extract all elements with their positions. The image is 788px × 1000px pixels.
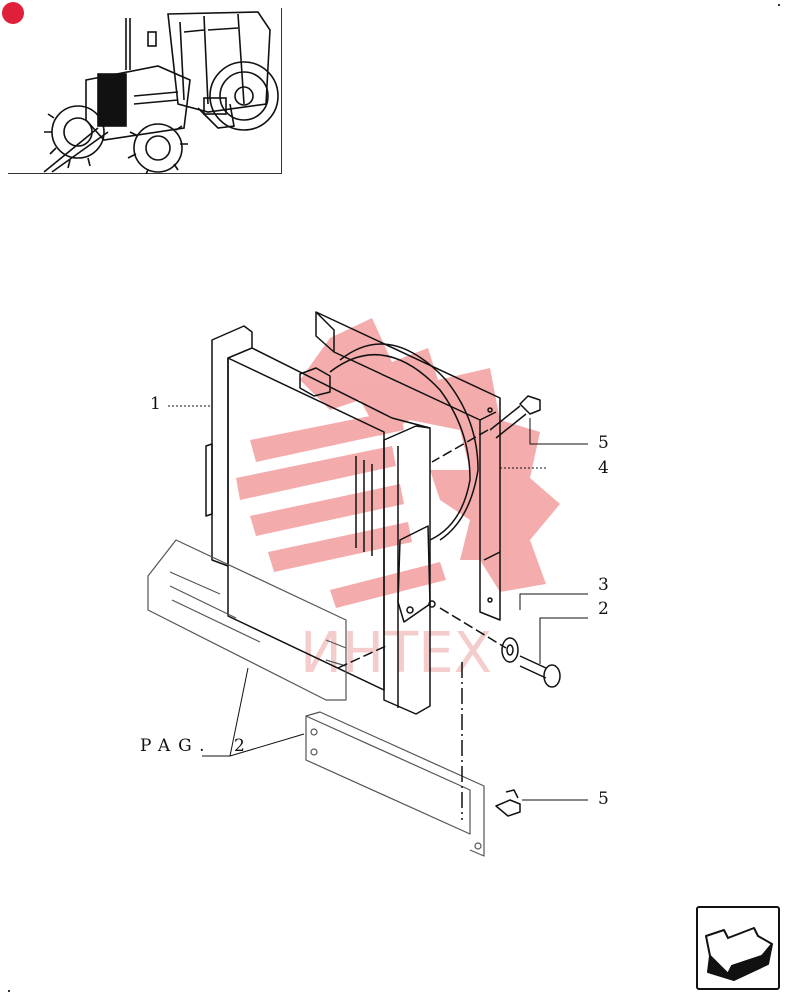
radiator-part-1	[205, 325, 436, 715]
callout-part-5-upper: 5	[598, 433, 610, 453]
callout-part-4: 4	[598, 458, 610, 478]
leader-lines	[168, 405, 588, 801]
tractor-illustration	[43, 11, 279, 174]
next-page-button[interactable]	[696, 906, 780, 990]
bolt-lower-part-5	[495, 789, 521, 817]
page-reference-number: 2	[234, 736, 246, 756]
locator-thumbnail	[2, 2, 282, 174]
air-guide-panel	[147, 539, 347, 701]
watermark-text: ИНТЕХ	[300, 621, 492, 686]
alignment-line-left	[337, 645, 387, 669]
corner-dot	[778, 4, 780, 6]
callout-part-3: 3	[598, 575, 610, 595]
next-page-arrow-icon	[705, 927, 773, 981]
callout-part-5-lower: 5	[598, 789, 610, 809]
callout-part-2: 2	[598, 599, 610, 619]
corner-dot	[8, 990, 10, 992]
page-indicator-icon	[2, 2, 24, 24]
lower-bracket-plate	[305, 711, 485, 857]
page-reference-prefix: PAG.	[140, 736, 213, 756]
bolt-part-2	[439, 607, 561, 688]
callout-part-1: 1	[150, 394, 162, 414]
washer-part-3	[501, 637, 519, 663]
bolt-upper-part-5	[431, 395, 541, 463]
